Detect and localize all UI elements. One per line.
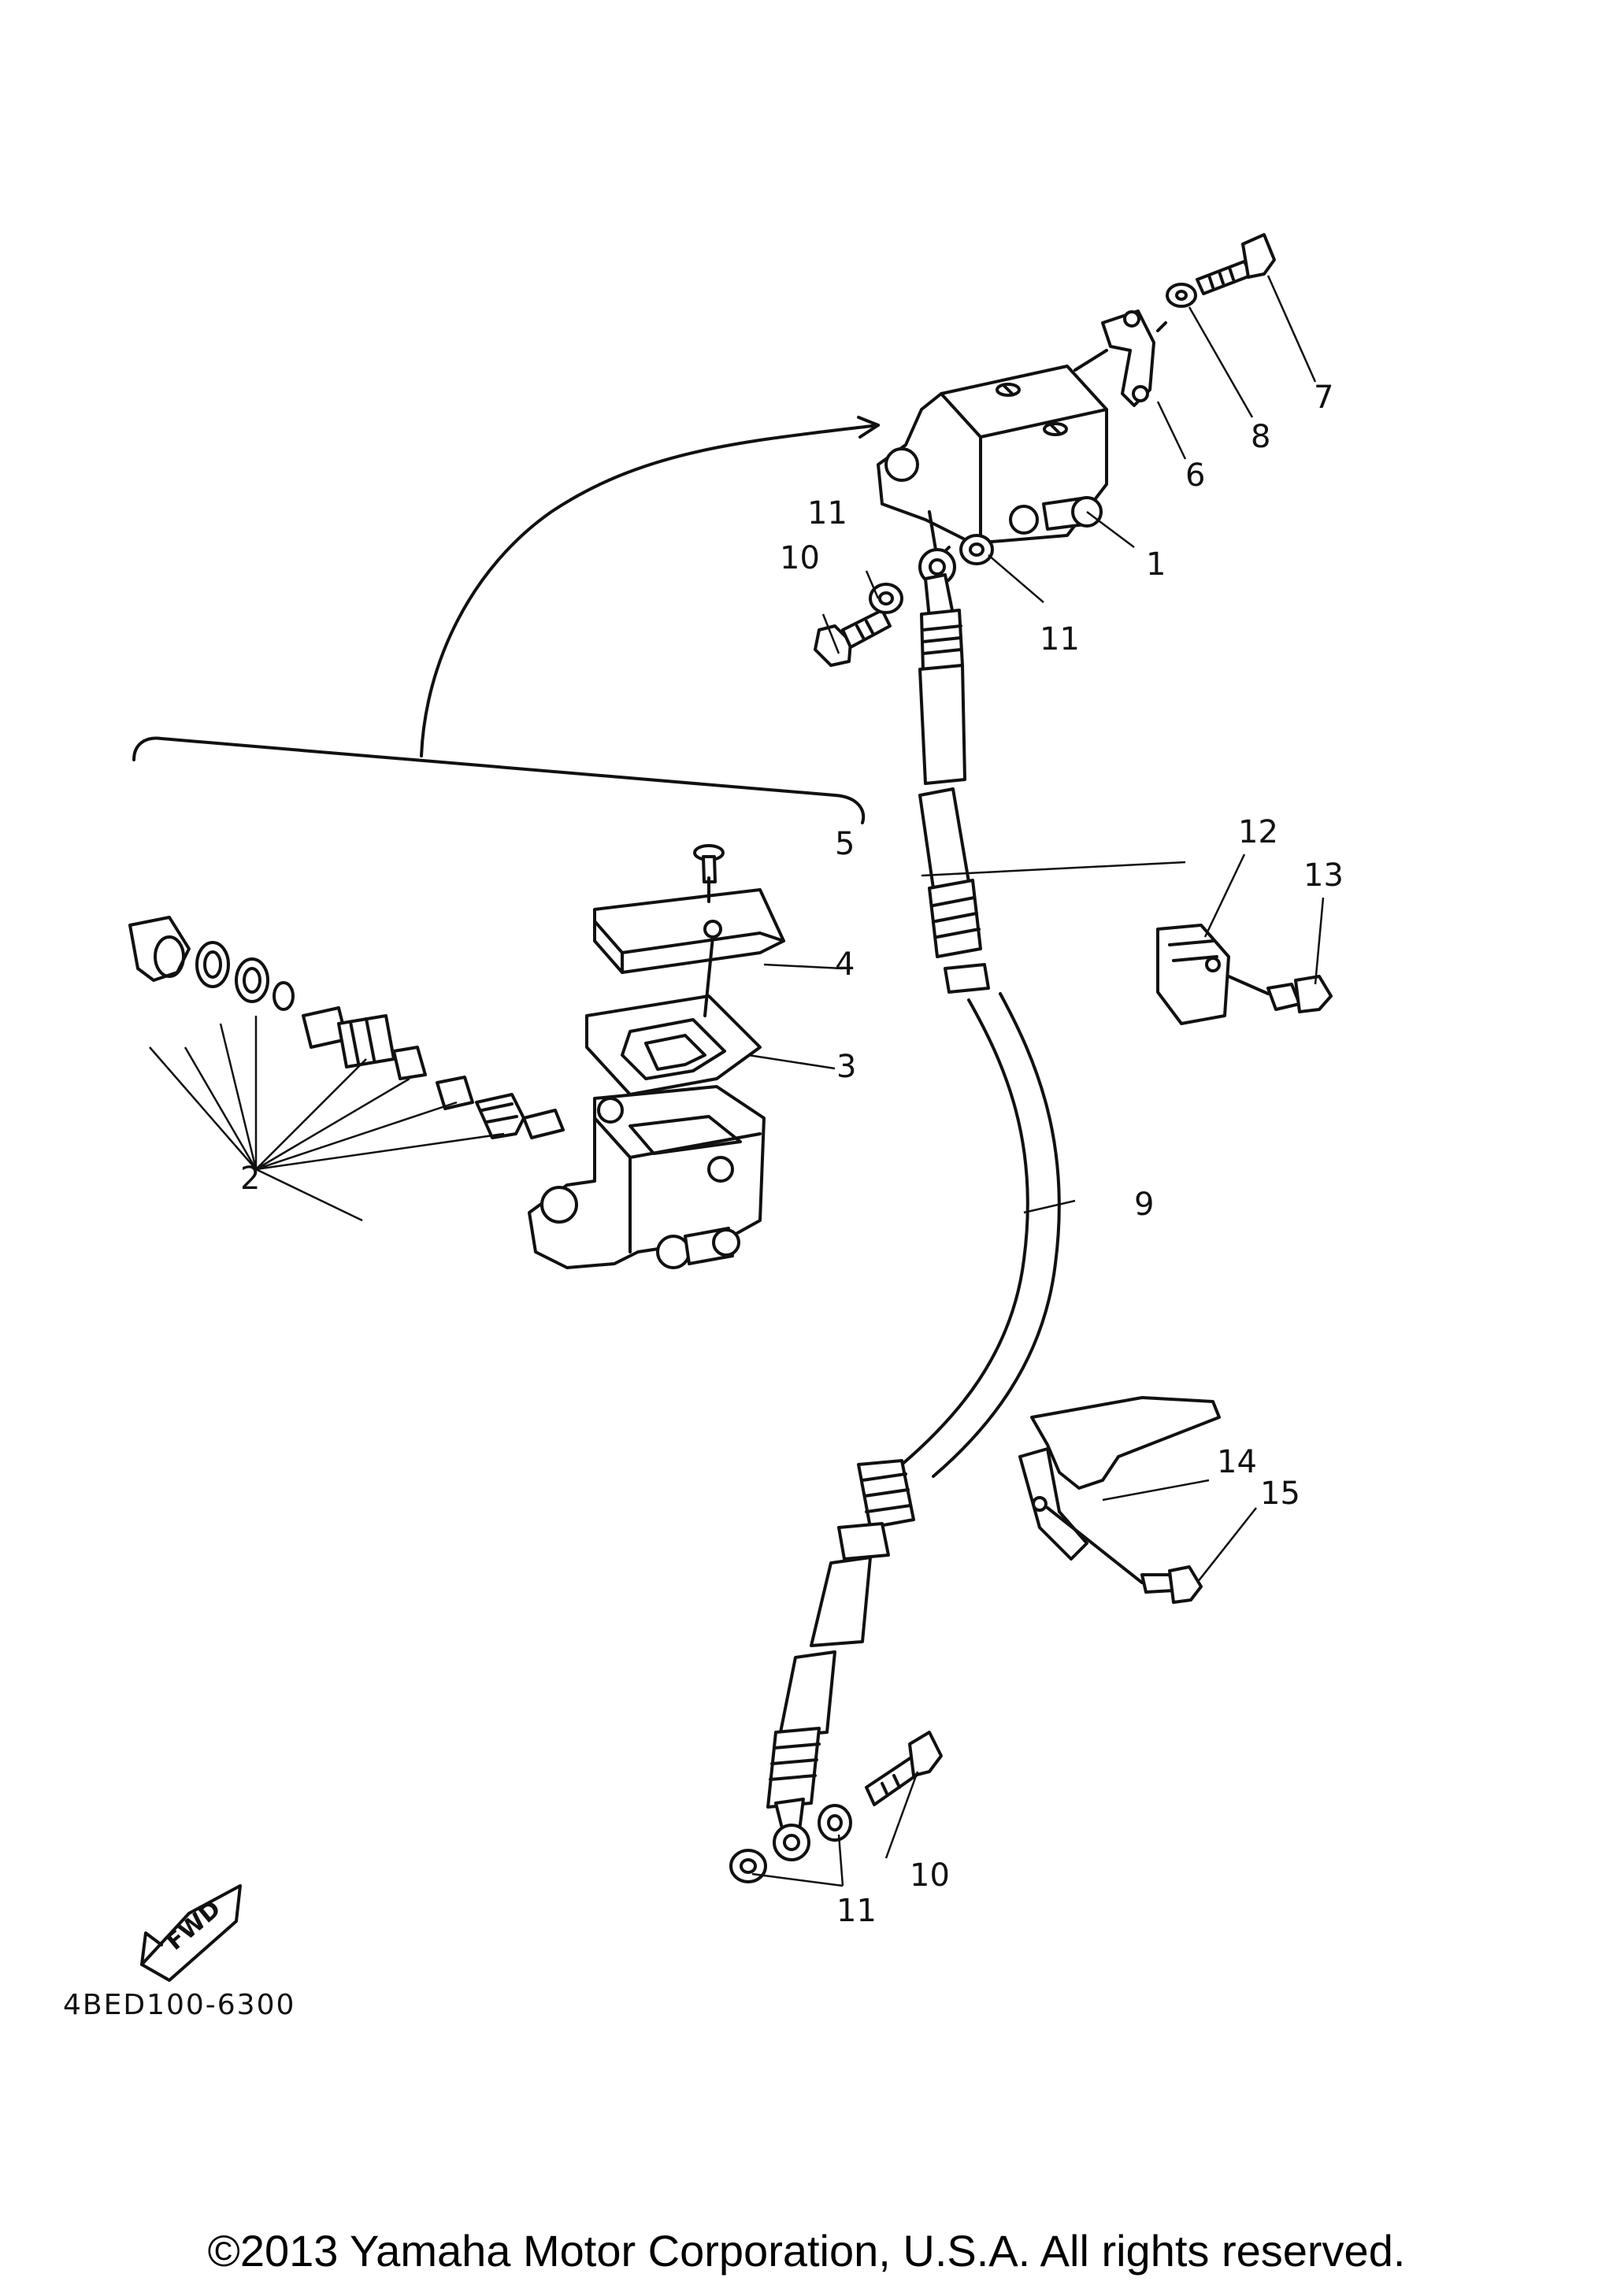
master-cylinder-body <box>528 1085 766 1269</box>
callout-11-upper-b: 11 <box>1040 621 1080 657</box>
bolt-15 <box>1140 1565 1203 1604</box>
callout-9: 9 <box>1134 1187 1154 1223</box>
group-bracket <box>132 736 866 824</box>
reservoir-cap-4 <box>593 888 785 974</box>
callout-7: 7 <box>1314 380 1333 416</box>
washer-8 <box>1166 283 1197 308</box>
washer-11-upper-a <box>869 583 903 614</box>
washer-11-upper-b <box>959 534 994 565</box>
callout-12: 12 <box>1238 814 1278 850</box>
washer-11-lower-b <box>818 1804 852 1842</box>
piston-kit-2 <box>128 916 565 1139</box>
callout-4: 4 <box>835 946 855 983</box>
hose-guide-14 <box>1018 1396 1221 1561</box>
washer-11-lower-a <box>729 1849 767 1883</box>
callout-10-lower: 10 <box>910 1857 950 1894</box>
callout-14: 14 <box>1217 1444 1257 1480</box>
callout-11-lower: 11 <box>836 1893 877 1929</box>
fwd-arrow-icon: FWD <box>140 1884 242 1982</box>
callout-15: 15 <box>1260 1476 1300 1512</box>
master-cylinder-assembly <box>877 365 1108 561</box>
screw-5 <box>693 844 725 883</box>
callout-5: 5 <box>835 826 855 862</box>
union-bolt-10-lower <box>865 1731 943 1806</box>
callout-11-upper-a: 11 <box>807 495 847 531</box>
callout-8: 8 <box>1251 419 1270 455</box>
callout-1: 1 <box>1146 546 1166 583</box>
brake-hose <box>766 548 1061 1861</box>
callout-6: 6 <box>1185 457 1205 494</box>
callout-10-upper: 10 <box>780 540 820 576</box>
screw-13 <box>1266 975 1333 1013</box>
clamp-bracket <box>1101 309 1155 407</box>
callout-13: 13 <box>1303 857 1344 894</box>
copyright-notice: ©2013 Yamaha Motor Corporation, U.S.A. A… <box>207 2226 1406 2276</box>
hose-clamp-12 <box>1156 924 1230 1025</box>
bolt-7 <box>1196 233 1276 295</box>
diaphragm-3 <box>585 994 762 1096</box>
diagram-code: 4BED100-6300 <box>63 1989 295 2021</box>
group-pointer <box>420 424 880 757</box>
callout-2: 2 <box>240 1161 260 1197</box>
callout-3: 3 <box>836 1049 856 1085</box>
union-bolt-10-upper <box>814 609 892 667</box>
